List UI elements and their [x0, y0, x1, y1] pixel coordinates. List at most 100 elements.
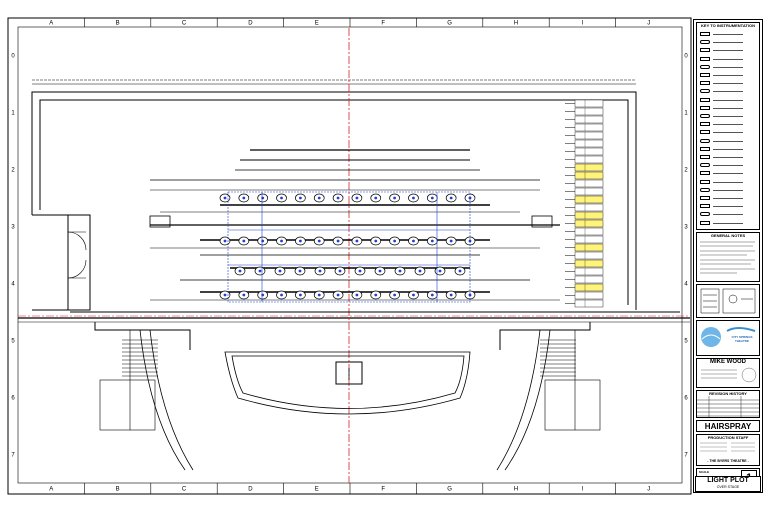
fixture-symbol-center — [338, 269, 342, 273]
grid-row-label: 2 — [684, 168, 688, 174]
grid-row-label: 4 — [684, 282, 688, 288]
fixture-symbol-center — [242, 293, 246, 297]
key-symbol — [700, 32, 710, 36]
key-row — [699, 46, 757, 54]
schedule-row — [574, 283, 604, 292]
fixture-symbol-center — [378, 269, 382, 273]
schedule-row — [574, 195, 604, 204]
fixture-symbol-center — [298, 196, 302, 200]
fixture-symbol-center — [458, 269, 462, 273]
fixture-symbol-center — [438, 269, 442, 273]
schedule-row — [574, 267, 604, 276]
key-label-line — [713, 165, 743, 167]
key-label-line — [713, 198, 743, 199]
schedule-row — [574, 171, 604, 180]
schedule-row — [574, 131, 604, 140]
key-label-line — [713, 107, 743, 109]
grid-column-label: H — [514, 21, 518, 27]
fixture-symbol-center — [336, 293, 340, 297]
key-symbol — [700, 130, 710, 135]
grid-column-label: B — [116, 21, 120, 27]
general-notes-title: GENERAL NOTES — [710, 233, 746, 238]
key-label-line — [713, 91, 743, 93]
key-symbol — [700, 114, 710, 118]
key-symbol — [700, 179, 710, 184]
grid-row-label: 2 — [11, 168, 15, 174]
key-symbol — [700, 73, 710, 77]
theater-name: - THE BYERS THEATRE - — [707, 459, 749, 463]
schedule-row — [574, 123, 604, 132]
key-symbol — [700, 105, 710, 110]
fixture-symbol-center — [449, 239, 453, 243]
fixture-symbol-center — [355, 239, 359, 243]
key-row — [699, 202, 757, 210]
schedule-row — [574, 203, 604, 212]
fixture-symbol-center — [430, 293, 434, 297]
drawing-subtitle: OVER STAGE — [716, 485, 740, 489]
schedule-row — [574, 259, 604, 268]
scale-label: SCALE — [699, 470, 710, 474]
key-symbol — [700, 97, 710, 102]
fixture-symbol-center — [280, 196, 283, 200]
fixture-symbol-center — [258, 269, 262, 273]
key-label-line — [713, 214, 743, 216]
fixture-symbol-center — [449, 196, 453, 200]
key-symbol — [700, 220, 710, 225]
grid-row-label: 0 — [11, 54, 15, 60]
key-symbol — [700, 89, 710, 94]
key-label-line — [713, 50, 743, 52]
fixture-symbol-center — [393, 196, 397, 200]
key-label-line — [713, 42, 743, 44]
key-row — [699, 210, 757, 218]
fixture-symbol-center — [223, 239, 227, 243]
key-row — [699, 194, 757, 202]
grid-column-label: A — [49, 21, 53, 27]
key-symbol — [700, 40, 710, 45]
key-label-line — [713, 34, 743, 35]
key-symbol — [700, 212, 710, 217]
key-symbol — [700, 81, 710, 86]
fixture-symbol-center — [412, 293, 415, 297]
left-doors — [67, 231, 87, 279]
schedule-row — [574, 115, 604, 124]
drawing-title-box: LIGHT PLOT OVER STAGE — [695, 476, 761, 492]
fixture-symbol-center — [280, 293, 283, 297]
production-staff-title: PRODUCTION STAFF — [707, 435, 749, 440]
key-symbol — [700, 163, 710, 168]
title-block: KEY TO INSTRUMENTATION GENERAL NOTES CIT… — [693, 19, 763, 493]
grid-row-label: 6 — [684, 396, 688, 402]
key-row — [699, 219, 757, 227]
key-row — [699, 153, 757, 161]
fixture-symbol-center — [430, 239, 434, 243]
schedule-row — [574, 107, 604, 116]
fixture-symbol-center — [278, 269, 282, 273]
side-units — [149, 215, 553, 228]
stairs — [122, 339, 576, 377]
notes-text-lines — [700, 241, 755, 274]
grid-row-label: 4 — [11, 282, 15, 288]
key-row — [699, 96, 757, 104]
lighting-fixtures — [219, 193, 476, 300]
grid-row-label: 6 — [11, 396, 15, 402]
fixture-symbol-center — [318, 269, 322, 273]
grid-column-label: H — [514, 487, 518, 493]
key-label-line — [713, 222, 743, 224]
schedule-row — [574, 99, 604, 108]
grid-column-label: F — [381, 21, 385, 27]
grid-column-label: J — [647, 487, 650, 493]
drawing-title: LIGHT PLOT — [707, 477, 749, 484]
grid-column-label: E — [315, 21, 319, 27]
key-row — [699, 104, 757, 112]
symbol-legend — [696, 284, 760, 318]
grid-row-label: 1 — [684, 111, 688, 117]
schedule-row — [574, 251, 604, 260]
key-label-line — [713, 132, 743, 134]
key-label-line — [713, 173, 743, 175]
key-label-line — [713, 83, 743, 85]
grid-column-label: C — [182, 21, 187, 27]
key-symbol — [700, 196, 710, 200]
key-row — [699, 63, 757, 71]
grid-column-label: I — [582, 487, 584, 493]
